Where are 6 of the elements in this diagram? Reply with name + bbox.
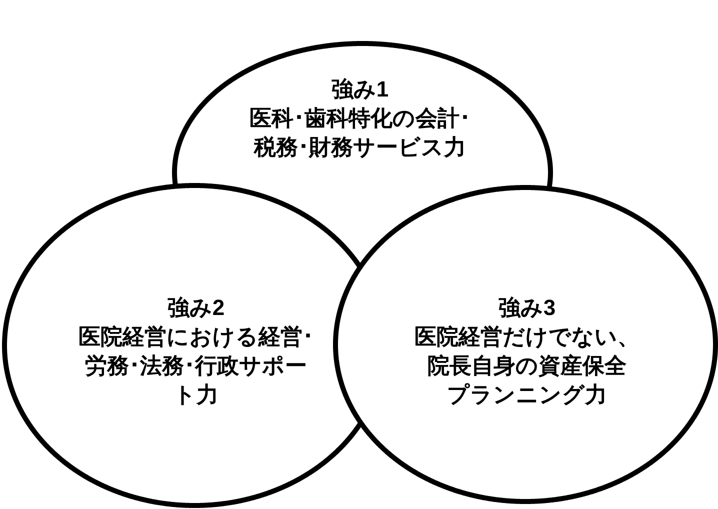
- description-text: 医院経営における経営･労務･法務･行政サポート力: [78, 323, 314, 409]
- heading: 強み1: [331, 76, 389, 104]
- heading: 強み3: [498, 294, 556, 322]
- description-text: 医院経営だけでない、院長自身の資産保全プランニング力: [414, 323, 640, 409]
- description-text: 医科･歯科特化の会計･税務･財務サービス力: [250, 104, 470, 162]
- heading: 強み2: [167, 294, 225, 322]
